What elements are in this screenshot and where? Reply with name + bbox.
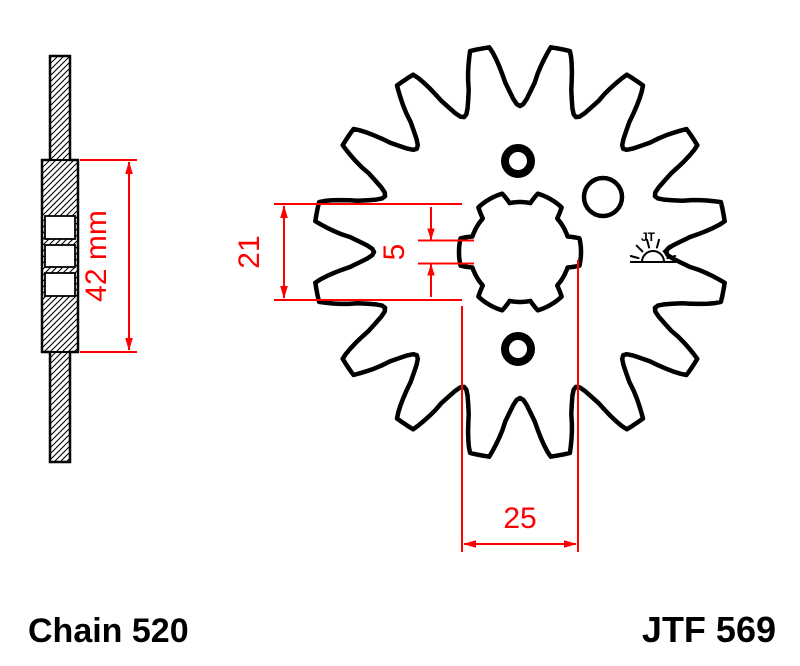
jt-sun-logo: JT [629, 230, 677, 263]
jt-logo-text: JT [641, 230, 656, 244]
arrow-up [280, 205, 288, 218]
side-view [40, 54, 80, 464]
dimension-bore: 25 [461, 260, 579, 552]
jt-sun-rays [629, 238, 677, 260]
dimension-spline-inner: 21 [233, 203, 462, 301]
arrow-right [564, 540, 577, 548]
bore-window-3 [44, 272, 76, 297]
spline-bore [456, 191, 584, 313]
bore-window-2 [44, 244, 76, 268]
dim-label-spline-depth: 5 [378, 244, 411, 261]
arrow-up [427, 263, 435, 276]
dim-label-bore: 25 [503, 502, 536, 535]
arrow-up [125, 161, 133, 174]
sun-disc [640, 250, 666, 263]
arrow-down [427, 228, 435, 241]
arrow-down [125, 338, 133, 351]
part-number-label: JTF 569 [642, 609, 776, 650]
small-hole-bottom [501, 332, 535, 366]
dim-label-hub-width: 42 mm [80, 210, 113, 302]
arrow-down [280, 286, 288, 299]
dimension-hub-width: 42 mm [80, 159, 137, 353]
front-view: JT [313, 45, 727, 459]
chain-size-label: Chain 520 [28, 612, 189, 650]
arrow-left [463, 540, 476, 548]
bore-window-1 [44, 215, 76, 240]
small-hole-top [501, 144, 535, 178]
dimension-spline-depth: 5 [378, 207, 474, 297]
dim-label-spline-inner: 21 [233, 235, 266, 268]
large-hole-right [581, 175, 625, 219]
